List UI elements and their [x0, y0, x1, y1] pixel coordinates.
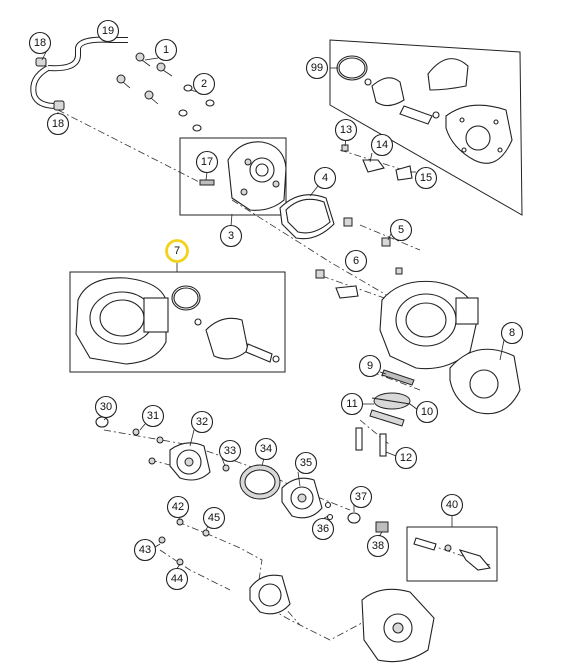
svg-text:42: 42	[172, 501, 184, 513]
callout-35[interactable]: 35	[294, 451, 318, 475]
coolant-hose	[30, 36, 128, 111]
callout-11[interactable]: 11	[340, 392, 364, 416]
piston-kit-99	[336, 55, 513, 164]
svg-text:44: 44	[171, 573, 183, 585]
callout-17[interactable]: 17	[195, 150, 219, 174]
callout-7-highlighted[interactable]: 7	[165, 239, 189, 263]
svg-text:15: 15	[420, 172, 432, 184]
head-gasket	[279, 194, 335, 240]
callout-34[interactable]: 34	[254, 437, 278, 461]
svg-text:12: 12	[400, 452, 412, 464]
svg-text:7: 7	[174, 245, 180, 257]
svg-text:45: 45	[208, 512, 220, 524]
head-bolts	[116, 52, 173, 105]
callout-15[interactable]: 15	[414, 166, 438, 190]
svg-text:31: 31	[147, 410, 159, 422]
cover-assembly	[95, 416, 389, 533]
kit-box-7	[69, 271, 286, 373]
svg-text:35: 35	[300, 457, 312, 469]
callout-44[interactable]: 44	[165, 567, 189, 591]
svg-text:18: 18	[34, 37, 46, 49]
cylinder-kit-7	[75, 277, 280, 365]
callout-37[interactable]: 37	[349, 485, 373, 509]
valve-kit-40	[413, 537, 492, 571]
svg-text:1: 1	[163, 44, 169, 56]
svg-text:36: 36	[317, 523, 329, 535]
lower-housings	[158, 518, 435, 663]
callout-40[interactable]: 40	[440, 493, 464, 517]
callout-4[interactable]: 4	[313, 166, 337, 190]
callout-32[interactable]: 32	[190, 410, 214, 434]
svg-text:32: 32	[196, 416, 208, 428]
washers	[178, 84, 215, 132]
callout-42[interactable]: 42	[166, 495, 190, 519]
svg-text:43: 43	[139, 544, 151, 556]
svg-text:14: 14	[376, 139, 388, 151]
callout-5[interactable]: 5	[389, 218, 413, 242]
svg-text:30: 30	[100, 401, 112, 413]
svg-text:4: 4	[322, 172, 328, 184]
callout-10[interactable]: 10	[415, 400, 439, 424]
svg-text:19: 19	[102, 25, 114, 37]
callout-9[interactable]: 9	[358, 354, 382, 378]
kit-box-40	[406, 526, 498, 582]
kit-box-99	[329, 39, 523, 216]
svg-text:2: 2	[201, 78, 207, 90]
cylinder-assembly	[315, 217, 521, 415]
callout-18-bottom[interactable]: 18	[46, 112, 70, 136]
callout-19[interactable]: 19	[96, 19, 120, 43]
svg-text:40: 40	[446, 499, 458, 511]
callout-12[interactable]: 12	[394, 446, 418, 470]
callout-36[interactable]: 36	[311, 517, 335, 541]
callout-2[interactable]: 2	[192, 72, 216, 96]
callout-6[interactable]: 6	[344, 249, 368, 273]
callout-33[interactable]: 33	[218, 439, 242, 463]
svg-text:17: 17	[201, 156, 213, 168]
svg-text:10: 10	[421, 406, 433, 418]
svg-text:38: 38	[372, 540, 384, 552]
callouts: 18 19 1 2 18 99 13 14 15 17 3 4 5 6 7	[28, 19, 524, 591]
callout-43[interactable]: 43	[133, 538, 157, 562]
svg-text:6: 6	[353, 255, 359, 267]
sensor-bracket	[341, 144, 413, 181]
svg-text:5: 5	[398, 224, 404, 236]
svg-text:99: 99	[311, 62, 323, 74]
svg-text:3: 3	[228, 230, 234, 242]
callout-13[interactable]: 13	[334, 118, 358, 142]
svg-text:11: 11	[346, 398, 357, 410]
svg-text:18: 18	[52, 118, 64, 130]
cylinder-head	[199, 141, 287, 211]
svg-text:9: 9	[367, 360, 373, 372]
callout-45[interactable]: 45	[202, 506, 226, 530]
svg-text:33: 33	[224, 445, 236, 457]
svg-text:8: 8	[509, 327, 515, 339]
piston-hardware	[355, 369, 415, 457]
svg-text:37: 37	[355, 491, 367, 503]
svg-text:13: 13	[340, 124, 352, 136]
callout-30[interactable]: 30	[94, 395, 118, 419]
callout-3[interactable]: 3	[219, 224, 243, 248]
svg-text:34: 34	[260, 443, 272, 455]
callout-38[interactable]: 38	[366, 534, 390, 558]
callout-99[interactable]: 99	[305, 56, 329, 80]
callout-18-top[interactable]: 18	[28, 31, 52, 55]
callout-1[interactable]: 1	[154, 38, 178, 62]
callout-31[interactable]: 31	[141, 404, 165, 428]
callout-8[interactable]: 8	[500, 321, 524, 345]
callout-14[interactable]: 14	[370, 133, 394, 157]
